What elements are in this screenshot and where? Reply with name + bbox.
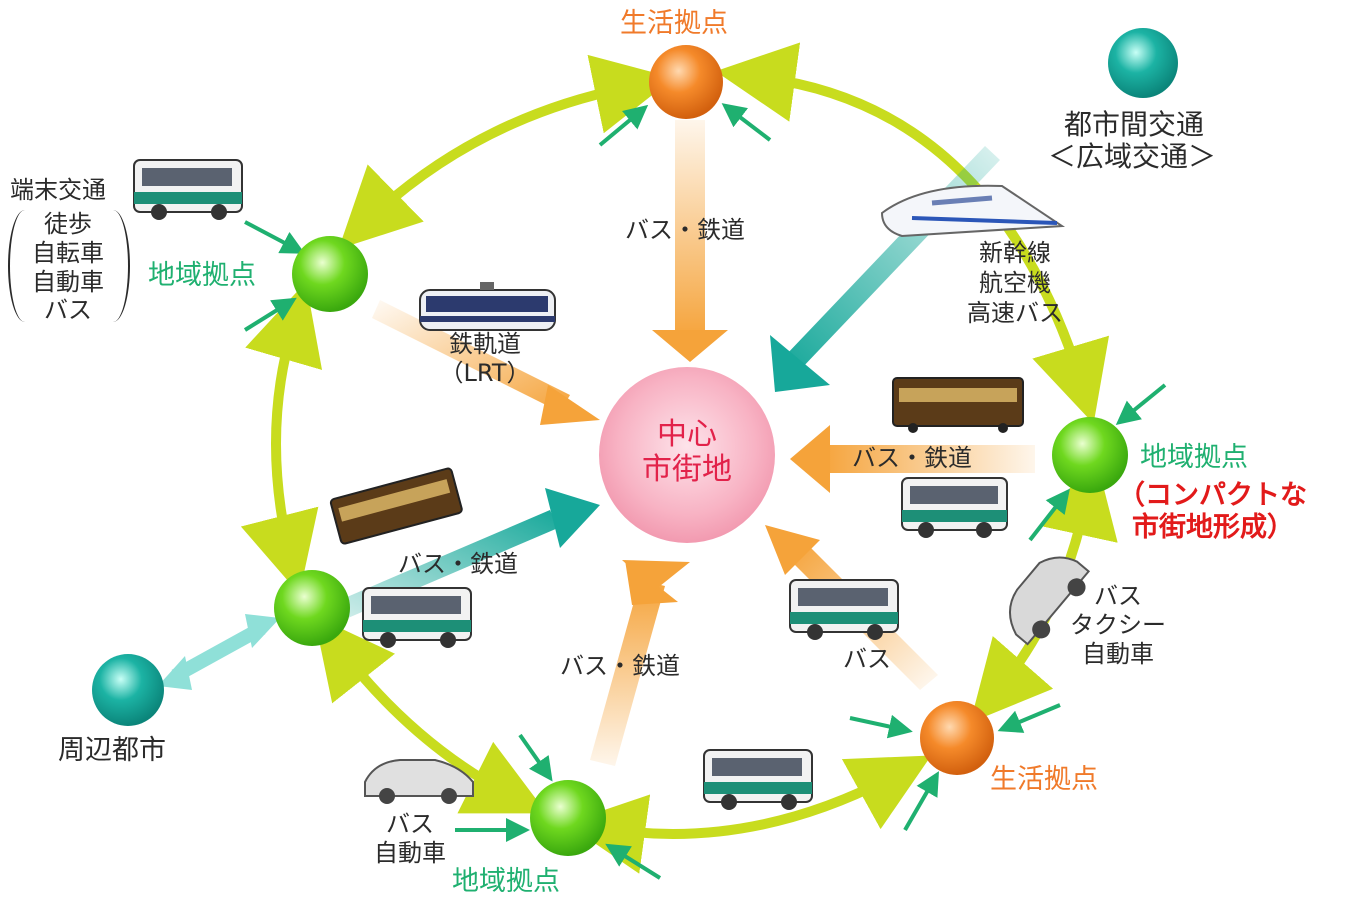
car-icon-right [1008,556,1091,646]
terminal-modes: 徒歩 自転車 自動車 バス [18,210,118,325]
link-bottom-label: バス・鉄道 [560,652,680,680]
link-bottom-left-modes: バス 自動車 [360,810,460,868]
link-bottom-left-mode-bus: バス [386,810,434,838]
radial-arrow-lrt [372,300,600,425]
region-node-left-label: 地域拠点 [148,260,256,291]
link-right-mode-taxi: タクシー [1070,610,1166,639]
link-lrt-line2: （LRT） [439,358,531,387]
life-node-bottom [920,701,994,775]
radial-arrow-top [652,120,728,362]
peripheral-city-node [92,654,164,726]
bus-icon-right [901,477,1008,538]
region-node-bottom [530,780,606,856]
terminal-mode-walk: 徒歩 [44,210,92,238]
peripheral-link-arrow [158,614,280,690]
intercity-mode-airplane: 航空機 [979,269,1051,297]
peripheral-city-label: 周辺都市 [58,735,166,766]
region-node-right-label: 地域拠点 [1140,442,1248,473]
link-right-mode-car: 自動車 [1082,639,1154,668]
region-node-bottom-label: 地域拠点 [452,866,560,897]
ring-arrow-top-left [338,54,674,250]
center-label: 中心 市街地 [627,417,747,487]
link-right-mode-bus: バス [1094,582,1142,610]
intercity-modes: 新幹線 航空機 高速バス [955,238,1075,328]
terminal-bracket [8,210,130,322]
link-lrt-label: 鉄軌道 （LRT） [430,330,540,388]
car-icon-bottom [364,759,474,804]
center-label-line1: 中心 [657,417,717,452]
link-bottom-left-mode-car: 自動車 [374,838,446,867]
bus-icon [133,159,243,220]
train-icon-right [892,377,1024,433]
ring-arrow-bottom [565,755,932,874]
ring-arrow-bottom-left [314,615,547,814]
link-right-label: バス・鉄道 [852,444,972,472]
life-node-top [649,45,723,119]
radial-arrow-right [790,425,1035,493]
compact-note-line1: （コンパクトな [1118,480,1307,511]
link-top-label: バス・鉄道 [625,216,745,244]
link-lrt-line1: 鉄軌道 [449,330,521,358]
link-right-modes: バス タクシー 自動車 [1058,582,1178,668]
link-left-label: バス・鉄道 [398,550,518,578]
center-node [599,367,775,543]
radial-arrow-bottom [590,560,690,766]
lrt-tram-icon [419,282,556,331]
shinkansen-icon [880,184,1066,238]
intercity-label-line1: 都市間交通 [1064,108,1205,141]
bus-icon-left [362,587,472,648]
intercity-node [1108,28,1178,98]
intercity-mode-highway-bus: 高速バス [967,299,1063,327]
center-label-line2: 市街地 [642,451,732,487]
link-bus-label: バス [843,645,891,673]
train-icon-left [329,467,463,545]
region-node-left [292,236,368,312]
region-node-right [1052,417,1128,493]
terminal-mode-bicycle: 自転車 [32,238,104,267]
terminal-mode-car: 自動車 [32,267,104,296]
region-node-left-lower [274,570,350,646]
life-node-bottom-label: 生活拠点 [990,764,1098,795]
terminal-title: 端末交通 [10,176,106,204]
compact-note-line2: 市街地形成） [1132,512,1294,543]
ring-arrow-left [240,281,323,595]
bus-icon-center-right [789,579,899,640]
bus-icon-bottom [703,749,813,810]
intercity-label-line2: ＜広域交通＞ [1048,140,1217,173]
life-node-top-label: 生活拠点 [620,8,728,39]
intercity-mode-shinkansen: 新幹線 [979,239,1051,267]
terminal-mode-bus: バス [44,296,92,325]
